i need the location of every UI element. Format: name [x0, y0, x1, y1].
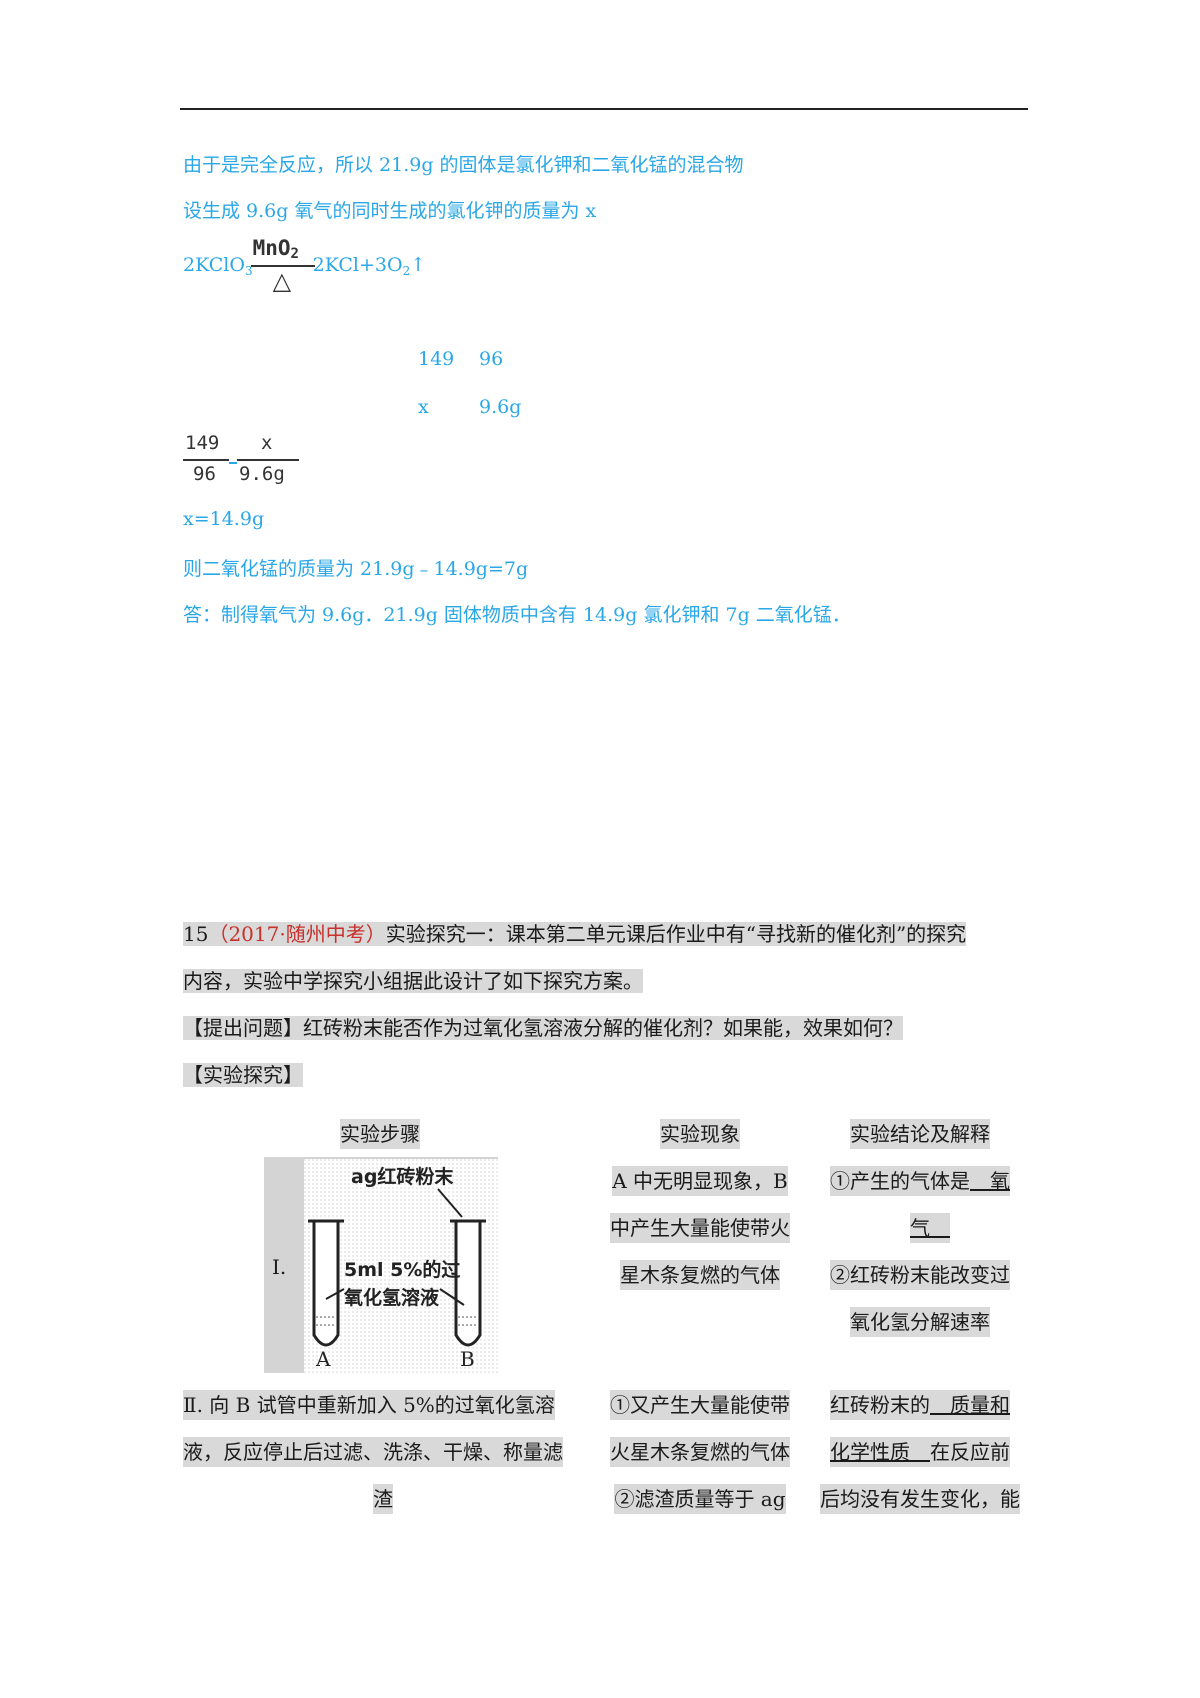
- equation-left: 2KClO: [183, 254, 245, 276]
- blank-oxygen-b: 气: [909, 1213, 950, 1243]
- ratio-x: x: [418, 396, 429, 418]
- question-source: （2017·随州中考）: [208, 922, 386, 946]
- fraction-bar-2: [237, 459, 299, 461]
- row1-label: Ⅰ.: [272, 1255, 287, 1279]
- equation-right: 2KCl+3O: [312, 254, 403, 276]
- fraction-denominator-1: 96: [193, 463, 216, 485]
- row2-phenomenon: ①又产生大量能使带 火星木条复燃的气体 ②滤渣质量等于 ag: [602, 1382, 798, 1523]
- figure-mid-label-b: 氧化氢溶液: [344, 1286, 440, 1309]
- header-phenomenon: 实验现象: [600, 1111, 800, 1158]
- chemical-equation: 2KClO3 MnO2 △ 2KCl+3O2↑: [183, 236, 426, 296]
- proportion-fraction: 149 96 x 9.6g: [183, 432, 303, 492]
- question-intro-a: 实验探究一：课本第二单元课后作业中有“寻找新的催化剂”的探究: [385, 922, 967, 946]
- tube-b-label: B: [460, 1347, 475, 1371]
- header-steps: 实验步骤: [300, 1111, 460, 1158]
- reaction-condition: MnO2 △: [250, 236, 315, 296]
- result-x: x=14.9g: [183, 508, 265, 530]
- ratio-96: 96: [479, 348, 504, 370]
- equation-left-sub: 3: [244, 264, 253, 278]
- condition-bar: [250, 265, 315, 267]
- header-conclusion: 实验结论及解释: [820, 1111, 1020, 1158]
- row1-conclusion: ①产生的气体是 氧 气 ②红砖粉末能改变过 氧化氢分解速率: [822, 1158, 1018, 1346]
- row2-conclusion: 红砖粉末的 质量和 化学性质 在反应前 后均没有发生变化，能: [818, 1382, 1022, 1523]
- blank-mass: 质量和: [930, 1390, 1010, 1420]
- blank-chemical-property: 化学性质: [830, 1437, 930, 1467]
- solution-line-2: 设生成 9.6g 氧气的同时生成的氯化钾的质量为 x: [183, 200, 597, 222]
- ratio-149: 149: [418, 348, 455, 370]
- fraction-bar-1: [183, 459, 229, 461]
- fraction-denominator-2: 9.6g: [239, 463, 285, 485]
- figure-mid-label-a: 5ml 5%的过: [344, 1258, 460, 1281]
- question-explore: 【实验探究】: [183, 1063, 303, 1087]
- question-problem: 【提出问题】红砖粉末能否作为过氧化氢溶液分解的催化剂？如果能，效果如何？: [183, 1016, 903, 1040]
- header-rule: [180, 108, 1028, 110]
- experiment-figure-frame: ag红砖粉末 5ml 5%的过 氧化氢溶液 A B Ⅰ.: [264, 1157, 498, 1373]
- row1-phenomenon: A 中无明显现象，B 中产生大量能使带火 星木条复燃的气体: [602, 1158, 798, 1299]
- blank-oxygen-a: 氧: [970, 1166, 1010, 1196]
- row2-step: Ⅱ. 向 B 试管中重新加入 5%的过氧化氢溶 液，反应停止后过滤、洗涤、干燥、…: [183, 1382, 583, 1523]
- fraction-numerator-2: x: [261, 432, 273, 454]
- equation-right-sub: 2: [402, 264, 411, 278]
- gas-arrow: ↑: [410, 254, 427, 276]
- fraction-equals: [229, 462, 237, 464]
- question-number: 15: [183, 922, 209, 946]
- mno2-mass: 则二氧化锰的质量为 21.9g﹣14.9g=7g: [183, 558, 529, 580]
- figure-top-label: ag红砖粉末: [351, 1165, 454, 1188]
- fraction-numerator-1: 149: [185, 432, 220, 454]
- catalyst-label: MnO2: [252, 236, 299, 262]
- heat-symbol: △: [272, 267, 292, 295]
- experiment-figure: ag红砖粉末 5ml 5%的过 氧化氢溶液 A B: [304, 1159, 498, 1373]
- question-intro-b: 内容，实验中学探究小组据此设计了如下探究方案。: [183, 969, 643, 993]
- test-tubes-diagram: ag红砖粉末 5ml 5%的过 氧化氢溶液 A B: [304, 1159, 498, 1373]
- solution-line-1: 由于是完全反应，所以 21.9g 的固体是氯化钾和二氧化锰的混合物: [183, 154, 744, 176]
- tube-a-label: A: [315, 1347, 331, 1371]
- answer-line: 答：制得氧气为 9.6g．21.9g 固体物质中含有 14.9g 氯化钾和 7g…: [183, 604, 851, 626]
- ratio-9-6g: 9.6g: [479, 396, 522, 418]
